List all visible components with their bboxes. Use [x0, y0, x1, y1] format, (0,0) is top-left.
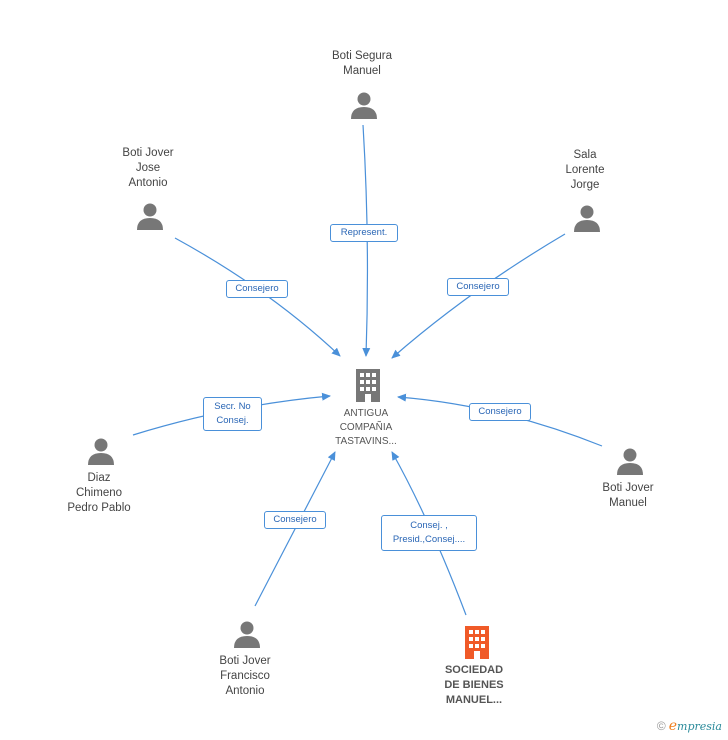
edge-label-line: Consej. [216, 415, 249, 426]
person-icon[interactable] [232, 619, 262, 649]
edge-boti-jover-francisco [254, 451, 336, 607]
brand-logo-text: mpresia [677, 720, 722, 733]
person-label-boti-jover-francisco[interactable]: Boti Jover Francisco Antonio [219, 655, 271, 697]
person-label-sala-lorente[interactable]: Sala Lorente Jorge [565, 149, 605, 191]
edge-label-represent: Represent. [330, 224, 398, 242]
person-icon[interactable] [135, 201, 165, 231]
copyright-symbol: © [656, 719, 666, 733]
footer-brand: ©empresia [657, 718, 722, 734]
highlighted-company-label[interactable]: SOCIEDAD DE BIENES MANUEL... [444, 664, 504, 706]
person-label-boti-segura[interactable]: Boti Segura Manuel [331, 50, 393, 77]
person-label-diaz-chimeno[interactable]: Diaz Chimeno Pedro Pablo [67, 472, 131, 514]
edge-label-consejero-francisco: Consejero [264, 511, 326, 529]
center-company-label[interactable]: ANTIGUA COMPAÑIA TASTAVINS... [335, 408, 397, 447]
brand-logo-e: e [668, 718, 678, 734]
highlighted-company-building-icon[interactable] [461, 624, 493, 660]
person-icon[interactable] [86, 436, 116, 466]
edge-label-consejero-manuel: Consejero [469, 403, 531, 421]
person-label-boti-jover-jose[interactable]: Boti Jover Jose Antonio [122, 147, 174, 189]
edge-sala-lorente [391, 233, 566, 359]
edge-label-consej-presid: Consej. , Presid.,Consej.... [381, 515, 477, 551]
person-icon[interactable] [615, 446, 645, 476]
company-building-icon[interactable] [352, 367, 384, 403]
person-icon[interactable] [349, 90, 379, 120]
edge-label-secr-no-consej: Secr. No Consej. [203, 397, 262, 431]
edge-label-line: Presid.,Consej.... [392, 534, 466, 545]
edge-label-line: Consej. , [410, 520, 448, 531]
person-icon[interactable] [572, 203, 602, 233]
person-label-boti-jover-manuel[interactable]: Boti Jover Manuel [602, 482, 654, 509]
edge-label-consejero-sala: Consejero [447, 278, 509, 296]
edge-label-line: Secr. No [214, 401, 251, 412]
edge-label-consejero-jose: Consejero [226, 280, 288, 298]
